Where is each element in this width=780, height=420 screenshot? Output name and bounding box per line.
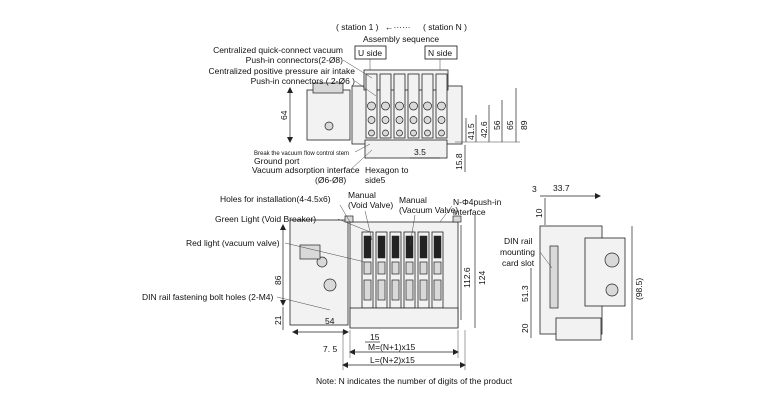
dim-33-7: 33.7 — [553, 183, 570, 193]
central-pos-label-1: Centralized positive pressure air intake — [209, 66, 356, 76]
break-stem-label: Break the vacuum flow control stem — [254, 151, 349, 157]
assembly-header: ( station 1 ) ←······ ( station N ) Asse… — [336, 22, 467, 70]
ground-port-label: Ground port — [254, 156, 300, 166]
dim-98-5: (98.5) — [634, 278, 644, 300]
dim-124: 124 — [477, 271, 487, 285]
top-station-module — [421, 73, 434, 139]
din-holes-label: DIN rail fastening bolt holes (2-M4) — [142, 292, 274, 302]
vac-interface-label-1: Vacuum adsorption interface — [252, 165, 360, 175]
dim-3: 3 — [532, 184, 537, 194]
vac-interface-label-2: (Ø6-Ø8) — [315, 175, 346, 185]
side-view: 3 33.7 10 DIN rail mounting card slot 51… — [500, 183, 644, 341]
dim-20: 20 — [520, 323, 530, 333]
front-view: Holes for installation(4-4.5x6) Manual (… — [142, 190, 502, 370]
top-view: Centralized quick-connect vacuum Push-in… — [209, 45, 529, 185]
push-in-label-2: interface — [453, 207, 486, 217]
dim-56: 56 — [492, 120, 502, 130]
holes-label: Holes for installation(4-4.5x6) — [220, 194, 331, 204]
dim-10: 10 — [534, 208, 544, 218]
dim-3-5: 3.5 — [414, 147, 426, 157]
din-label-1: DIN rail — [504, 236, 532, 246]
central-pos-label-2: Push-in connectors ( 2-Ø6 ) — [251, 76, 356, 86]
n-side-box — [424, 45, 458, 60]
assembly-sequence-label: Assembly sequence — [363, 34, 439, 44]
station-n-label: ( station N ) — [423, 22, 467, 32]
din-label-2: mounting — [500, 247, 535, 257]
green-light-label: Green Light (Void Breaker) — [215, 214, 316, 224]
sequence-arrow: ←······ — [385, 22, 410, 32]
hexagon-label-2: side5 — [365, 175, 386, 185]
dim-7-5: 7. 5 — [323, 344, 337, 354]
dim-65: 65 — [505, 120, 515, 130]
hexagon-label-1: Hexagon to — [365, 165, 409, 175]
top-station-module — [379, 73, 392, 139]
manual-vac-label-1: Manual — [399, 195, 427, 205]
dim-51-3: 51.3 — [520, 285, 530, 302]
dim-m-formula: M=(N+1)x15 — [368, 342, 416, 352]
front-view-body — [289, 215, 462, 329]
side-view-body — [539, 225, 626, 341]
dim-54: 54 — [325, 316, 335, 326]
top-station-module — [407, 73, 420, 139]
dim-112-6: 112.6 — [462, 267, 472, 288]
u-side-box — [354, 45, 387, 60]
din-label-3: card slot — [502, 258, 535, 268]
dim-42-6: 42.6 — [479, 121, 489, 138]
dim-86: 86 — [273, 275, 283, 285]
dim-89: 89 — [519, 120, 529, 130]
dim-21: 21 — [273, 315, 283, 325]
top-station-module — [393, 73, 406, 139]
manual-vac-label-2: (Vacuum Valve) — [399, 205, 458, 215]
manual-void-label-2: (Void Valve) — [348, 200, 393, 210]
dim-41-5: 41.5 — [466, 123, 476, 140]
front-station-module — [417, 231, 430, 325]
top-view-body — [306, 69, 463, 159]
central-vacuum-label-1: Centralized quick-connect vacuum — [213, 45, 343, 55]
u-side-label: U side — [358, 48, 382, 58]
manual-void-label-1: Manual — [348, 190, 376, 200]
push-in-label-1: N-Φ4push-in — [453, 197, 502, 207]
top-station-module — [365, 73, 378, 139]
dim-l-formula: L=(N+2)x15 — [370, 355, 415, 365]
dim-15-8: 15.8 — [454, 153, 464, 170]
dim-64: 64 — [279, 110, 289, 120]
dim-15: 15 — [370, 332, 380, 342]
n-side-label: N side — [428, 48, 452, 58]
top-station-module — [435, 73, 448, 139]
footnote: Note: N indicates the number of digits o… — [316, 376, 513, 386]
station-1-label: ( station 1 ) — [336, 22, 379, 32]
red-light-label: Red light (vacuum valve) — [186, 238, 280, 248]
central-vacuum-label-2: Push-in connectors(2-Ø8) — [246, 55, 343, 65]
